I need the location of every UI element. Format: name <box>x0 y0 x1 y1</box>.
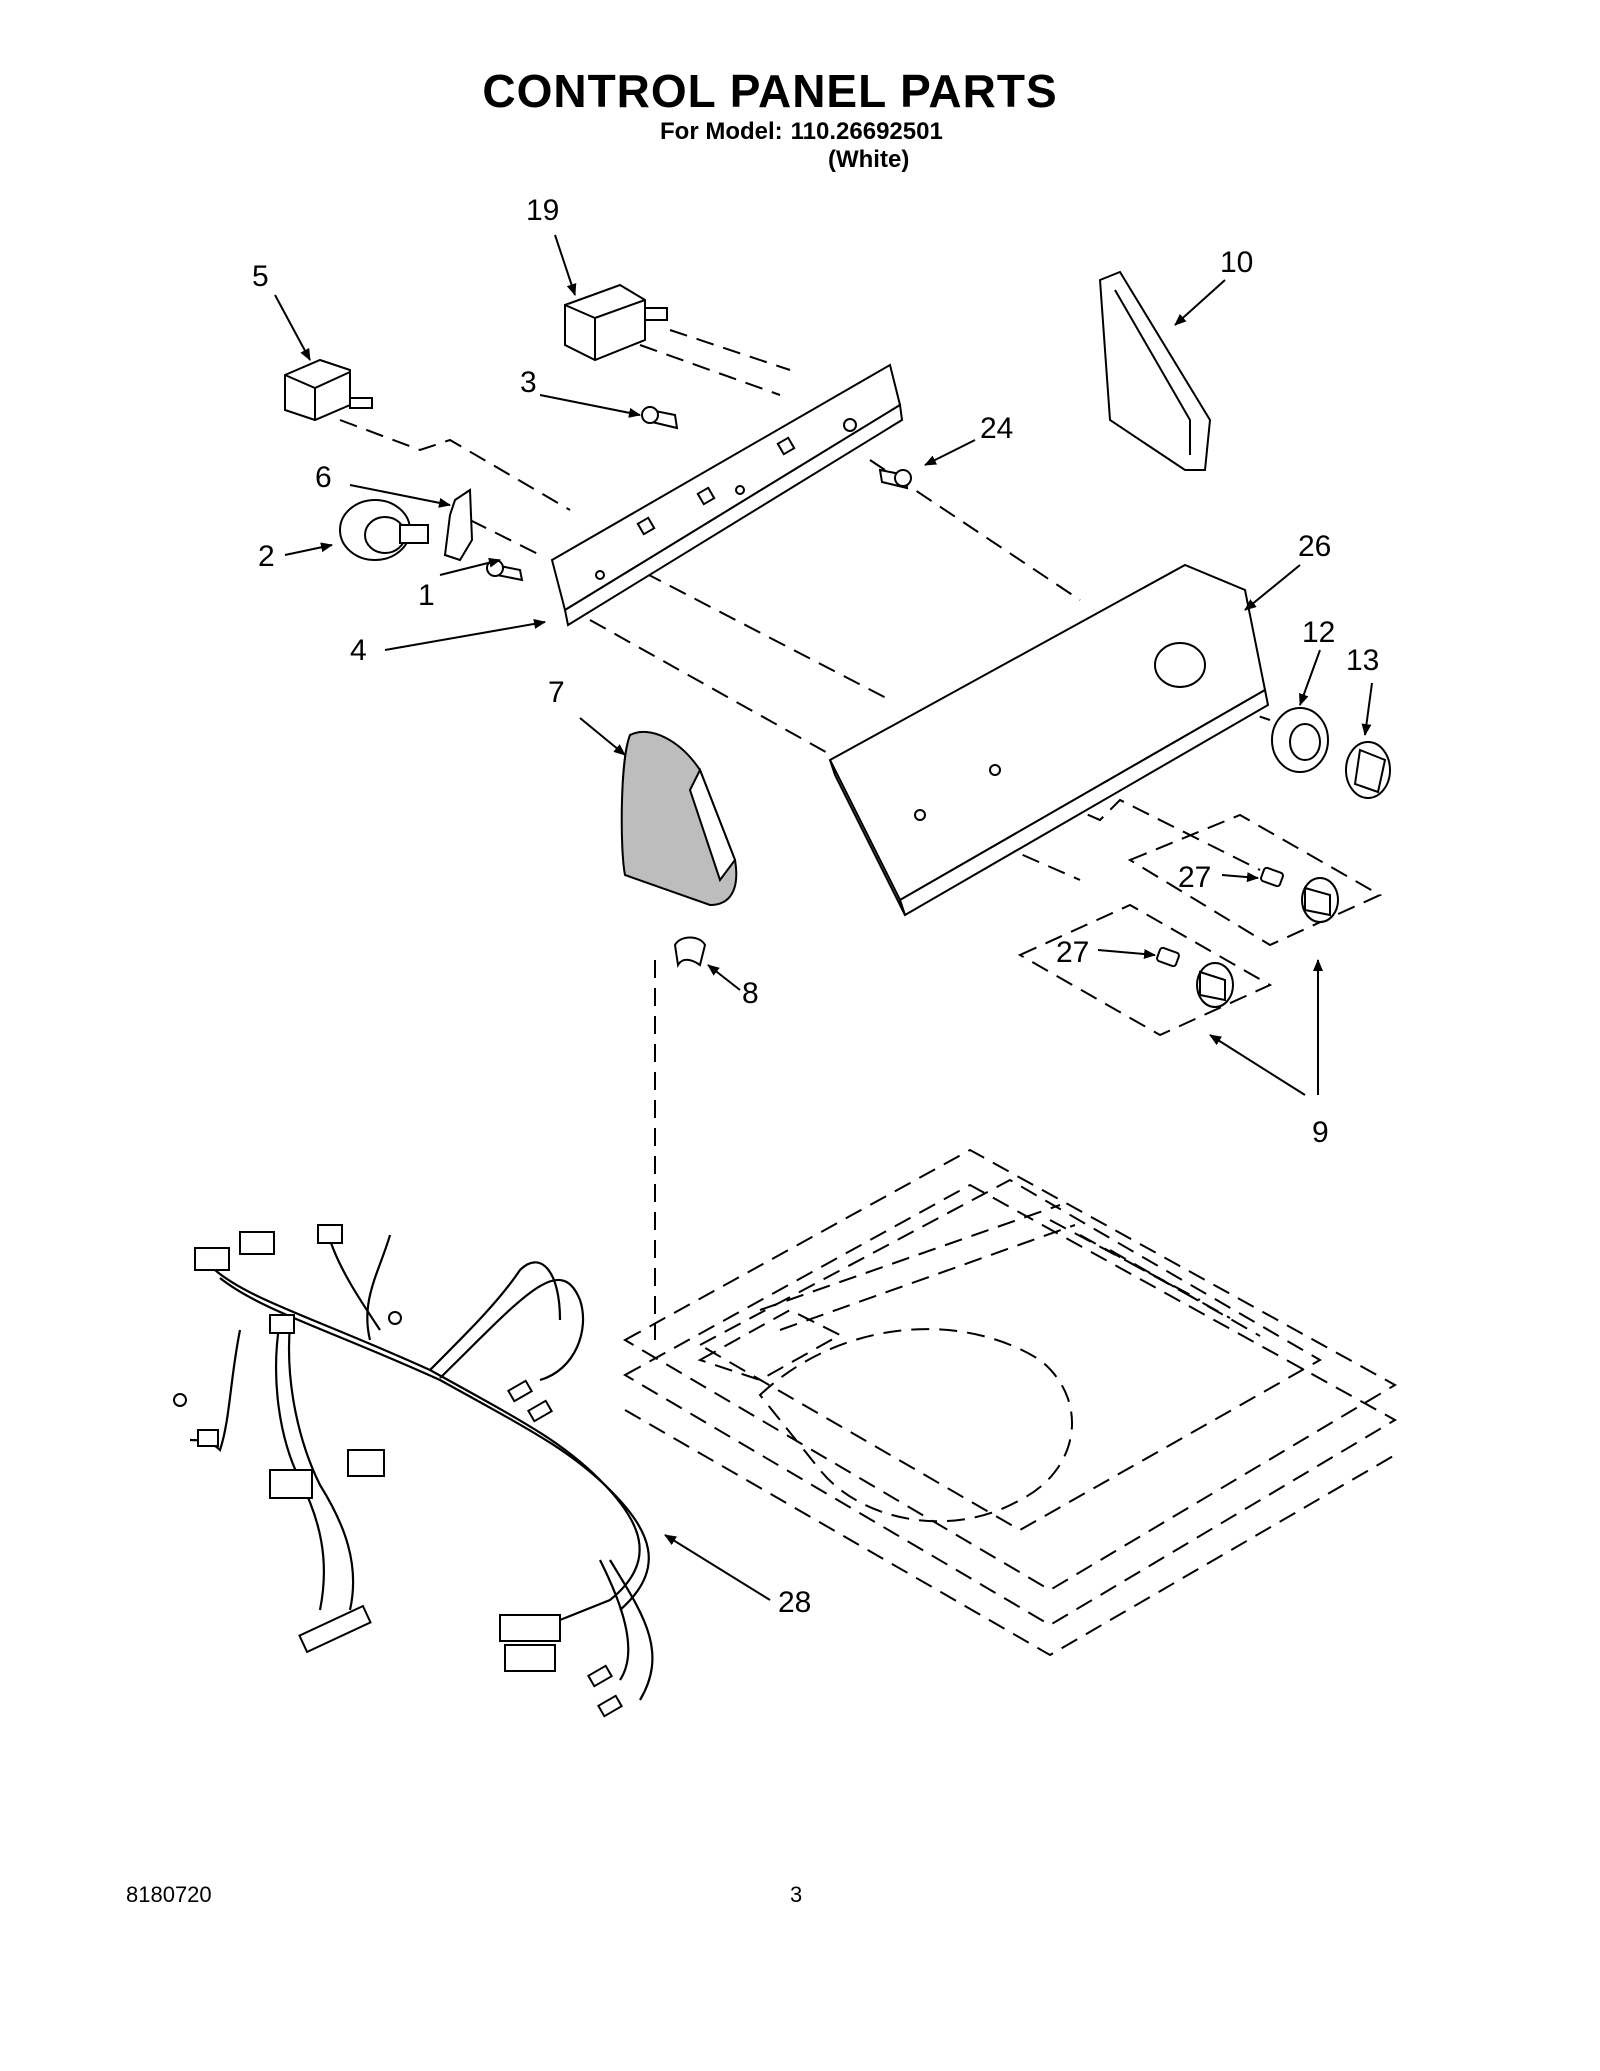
part-8-clip <box>673 936 707 968</box>
callout-5: 5 <box>252 260 269 293</box>
callout-4: 4 <box>350 634 367 667</box>
callout-13: 13 <box>1346 644 1379 677</box>
model-number: 110.26692501 <box>790 118 943 145</box>
callout-1: 1 <box>418 579 435 612</box>
part-1-screw <box>486 559 524 582</box>
callout-19: 19 <box>526 194 559 227</box>
callout-12: 12 <box>1302 616 1335 649</box>
model-line: For Model: 110.26692501 <box>660 118 943 146</box>
part-24-screw <box>878 468 912 490</box>
part-13-knob <box>1345 741 1391 799</box>
part-2-selector-switch <box>339 499 429 561</box>
model-variant: (White) <box>828 146 910 173</box>
part-19-control <box>564 283 668 362</box>
model-label: For Model: <box>660 118 783 145</box>
part-12-knob-skirt <box>1271 707 1329 773</box>
leader-arrows <box>274 234 1373 1601</box>
document-number: 8180720 <box>126 1882 212 1907</box>
callout-9: 9 <box>1312 1116 1329 1149</box>
part-26-console <box>828 563 1270 917</box>
callout-labels: 1 2 3 4 5 6 7 8 9 10 12 13 19 24 26 27 2… <box>252 194 1379 1619</box>
callout-6: 6 <box>315 461 332 494</box>
part-10-end-cap <box>1098 270 1212 471</box>
part-28-wire-harness <box>173 1224 654 1718</box>
callout-3: 3 <box>520 366 537 399</box>
part-3-screw <box>641 406 679 430</box>
knob-upper <box>1301 877 1339 923</box>
knob-lower <box>1196 962 1234 1008</box>
part-27-lamp-upper <box>1260 866 1284 888</box>
callout-27-lower: 27 <box>1056 936 1089 969</box>
callout-27-upper: 27 <box>1178 861 1211 894</box>
callout-7: 7 <box>548 676 565 709</box>
callout-10: 10 <box>1220 246 1253 279</box>
part-27-lamp-lower <box>1156 946 1180 968</box>
callout-26: 26 <box>1298 530 1331 563</box>
callout-2: 2 <box>258 540 275 573</box>
part-6-bracket <box>443 488 474 562</box>
part-5-switch <box>284 358 373 422</box>
part-7-end-cap <box>620 730 738 907</box>
callout-8: 8 <box>742 977 759 1010</box>
page-title: CONTROL PANEL PARTS <box>482 65 1058 117</box>
callout-24: 24 <box>980 412 1013 445</box>
callout-28: 28 <box>778 1586 811 1619</box>
page-number: 3 <box>790 1882 803 1907</box>
part-4-panel-bracket <box>550 363 904 627</box>
cabinet-top-outline <box>622 1148 1398 1657</box>
